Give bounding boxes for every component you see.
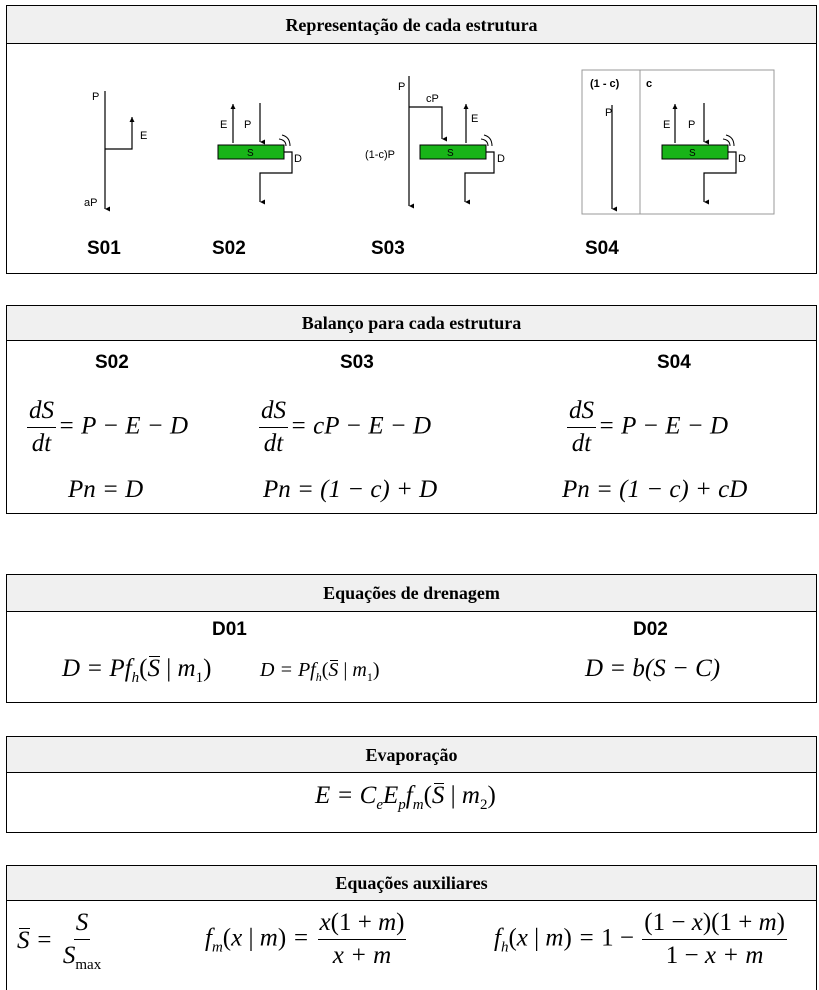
drainage-equation-d01-small: D = Pfh(S | m1) [260,659,380,684]
label-one-minus-cp: (1-c)P [365,149,395,161]
drainage-panel: Equações de drenagem D01 D02 D = Pfh(S |… [6,574,817,703]
label-p: P [92,91,99,103]
column-label-s02: S02 [95,352,129,373]
label-e: E [220,119,227,131]
aux-equation-fh: fh(x | m) = 1 − (1 − x)(1 + m)1 − x + m [494,909,787,970]
column-label-d01: D01 [212,619,247,640]
balance-panel: Balanço para cada estrutura S02 S03 S04 … [6,305,817,514]
structure-label-s03: S03 [371,238,405,259]
label-e: E [663,119,670,131]
label-p: P [398,81,405,93]
drainage-equation-d01: D = Pfh(S | m1) [62,655,212,686]
label-s: S [689,148,696,159]
structure-representation-panel: Representação de cada estrutura P E aP E [6,5,817,274]
panel-title: Equações de drenagem [7,575,816,612]
label-d: D [738,153,746,165]
s04-diagram: (1 - c) c P E P S D [581,69,775,215]
label-one-minus-c: (1 - c) [590,78,620,90]
label-d: D [294,153,302,165]
column-label-s03: S03 [340,352,374,373]
label-ap: aP [84,197,97,209]
label-p: P [688,119,695,131]
column-label-d02: D02 [633,619,668,640]
label-s: S [447,148,454,159]
evaporation-equation: E = CeEpfm(S | m2) [315,782,496,813]
panel-title: Balanço para cada estrutura [7,306,816,341]
label-p: P [244,119,251,131]
panel-title: Equações auxiliares [7,866,816,901]
label-s: S [247,148,254,159]
label-e: E [140,130,147,142]
structure-label-s01: S01 [87,238,121,259]
label-d: D [497,153,505,165]
label-p: P [605,107,612,119]
panel-title: Evaporação [7,737,816,773]
drainage-equation-d02: D = b(S − C) [585,655,721,682]
aux-equation-fm: fm(x | m) = x(1 + m)x + m [205,909,407,970]
pn-equation-s04: Pn = (1 − c) + cD [562,476,748,503]
column-label-s04: S04 [657,352,691,373]
structure-label-s04: S04 [585,238,619,259]
label-c: c [646,78,652,90]
structures-diagram: P E aP E P S D P cP E (1-c)P [84,69,775,259]
label-cp: cP [426,93,439,105]
structure-label-s02: S02 [212,238,246,259]
s02-diagram: E P S D [217,103,302,205]
s03-diagram: P cP E (1-c)P S D [365,76,505,209]
pn-equation-s02: Pn = D [68,476,144,503]
pn-equation-s03: Pn = (1 − c) + D [263,476,438,503]
s01-diagram: P E aP [84,91,147,212]
evaporation-panel: Evaporação E = CeEpfm(S | m2) [6,736,817,833]
label-e: E [471,113,478,125]
panel-title: Representação de cada estrutura [7,6,816,44]
